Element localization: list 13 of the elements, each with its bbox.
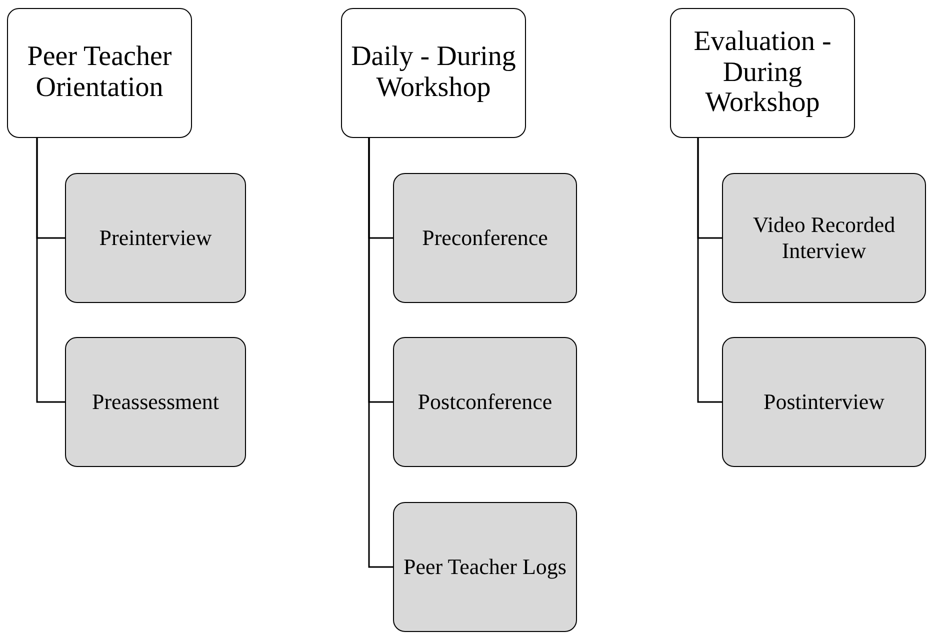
connector-line bbox=[697, 138, 722, 403]
connector-line bbox=[36, 138, 65, 403]
step-box: Peer Teacher Logs bbox=[393, 502, 577, 632]
step-box: Preinterview bbox=[65, 173, 246, 303]
stage-box: Peer Teacher Orientation bbox=[7, 8, 192, 138]
step-box: Preconference bbox=[393, 173, 577, 303]
step-box: Postconference bbox=[393, 337, 577, 467]
step-box: Postinterview bbox=[722, 337, 926, 467]
step-box: Video Recorded Interview bbox=[722, 173, 926, 303]
step-box: Preassessment bbox=[65, 337, 246, 467]
stage-box: Daily - During Workshop bbox=[341, 8, 526, 138]
connector-line bbox=[368, 138, 393, 568]
stage-box: Evaluation - During Workshop bbox=[670, 8, 855, 138]
